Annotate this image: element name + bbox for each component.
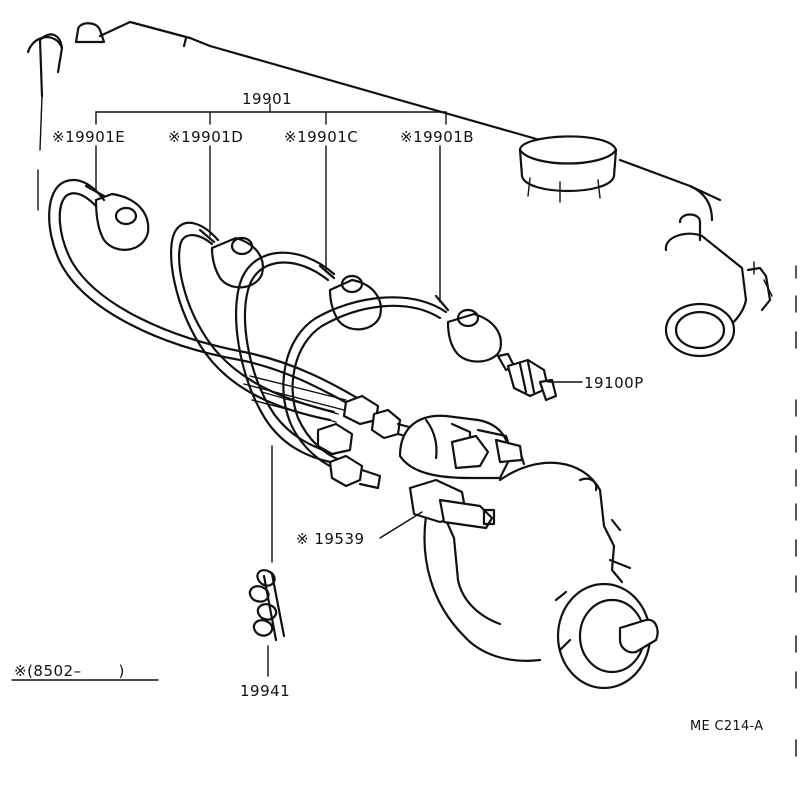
clamp-19941-shape <box>248 569 286 642</box>
plug-boots <box>94 192 502 363</box>
distributor <box>398 414 659 690</box>
sensor-19100p-shape <box>496 352 558 402</box>
connector-19539-shape <box>408 434 496 530</box>
wire-terminals <box>316 394 422 490</box>
wire-e-label: ※19901E <box>52 128 125 146</box>
connector-label: ※ 19539 <box>296 530 365 548</box>
clamp-label: 19941 <box>240 682 290 700</box>
ignition-wires <box>48 178 450 470</box>
plug-boot-b <box>446 308 502 363</box>
sensor-label: 19100P <box>584 374 644 392</box>
engine-outline <box>26 20 773 358</box>
diagram-code-label: ME C214-A <box>690 719 763 734</box>
leader-lines <box>11 103 583 681</box>
date-note-label: ※(8502– ) <box>14 662 125 680</box>
plug-boot-e <box>94 192 150 251</box>
wire-d-label: ※19901D <box>168 128 243 146</box>
wire-c-label: ※19901C <box>284 128 358 146</box>
plug-boot-d <box>210 236 264 289</box>
wire-set-label: 19901 <box>242 90 292 108</box>
wire-b-label: ※19901B <box>400 128 474 146</box>
